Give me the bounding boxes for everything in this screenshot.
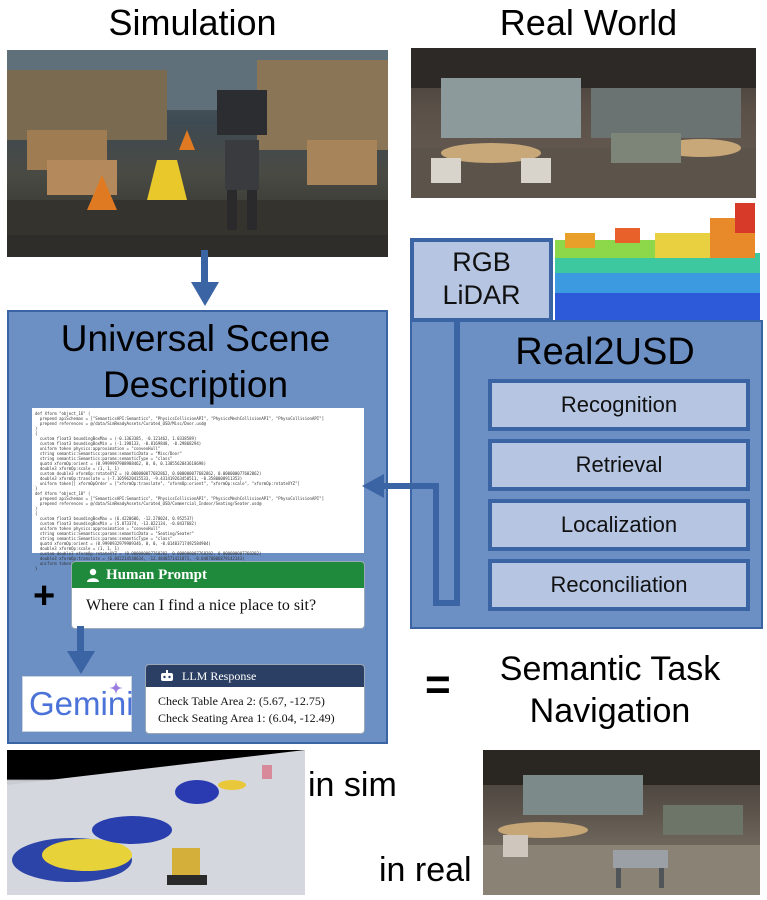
code-line: prepend references = @/data/SimReadyAsse…: [35, 501, 262, 506]
llm-response-header: LLM Response: [146, 665, 364, 687]
code-line: ): [35, 426, 38, 431]
lidar-label: LiDAR: [442, 280, 521, 310]
real2usd-title: Real2USD: [515, 331, 695, 373]
real-world-image: [411, 48, 756, 198]
code-line: custom double3 xformOp:rotateXYZ = (0.00…: [35, 551, 262, 556]
usd-code-text: def Xform "object_16" ( prepend apiSchem…: [35, 411, 361, 571]
usd-title-line1: Universal Scene: [60, 318, 331, 359]
code-line: def Xform "object_16" (: [35, 411, 91, 416]
usd-code-snippet: def Xform "object_16" ( prepend apiSchem…: [32, 408, 364, 571]
llm-response-line1: Check Table Area 2: (5.67, -12.75): [158, 694, 325, 708]
sparkle-icon: [109, 681, 123, 695]
in-real-label: in real: [379, 851, 472, 889]
in-sim-image: [7, 750, 305, 895]
human-prompt-header: Human Prompt: [72, 562, 364, 588]
code-line: {: [35, 431, 38, 436]
code-line: custom double3 xformOp:rotateXYZ = (0.00…: [35, 471, 262, 476]
code-line: def Xform "object_18" (: [35, 491, 91, 496]
real-world-title: Real World: [499, 2, 678, 43]
human-prompt-card: Human Prompt Where can I find a nice pla…: [71, 561, 365, 629]
in-sim-label: in sim: [308, 766, 397, 804]
simulation-title: Simulation: [108, 2, 277, 43]
usd-title-line2: Description: [102, 364, 289, 405]
down-arrow-sim-to-usd: [191, 250, 219, 306]
code-line: string semantic:Semantics:params:semanti…: [35, 451, 182, 456]
code-line: custom float3 boundingBoxMin = (5.873374…: [35, 521, 197, 526]
code-line: double3 xformOp:translate = (6.042214548…: [35, 556, 245, 561]
code-line: double3 xformOp:translate = (-7.10596204…: [35, 476, 243, 481]
rgb-label: RGB: [452, 247, 511, 277]
plus-sign: +: [33, 575, 56, 617]
semantic-task-line2: Navigation: [529, 692, 691, 730]
code-line: prepend apiSchemas = ["SemanticsAPI:Sema…: [35, 416, 324, 421]
code-line: quatd xformOp:orient = (0.99999979889884…: [35, 461, 206, 466]
code-line: }: [35, 486, 38, 491]
lidar-pointcloud-image: [555, 198, 760, 320]
code-line: uniform token physics:approximation = "c…: [35, 526, 161, 531]
equals-sign: =: [425, 660, 451, 709]
pipeline-connector: [362, 318, 460, 606]
code-line: double3 xformOp:scale = (1, 1, 1): [35, 546, 120, 551]
llm-response-label: LLM Response: [182, 668, 257, 683]
llm-response-card: LLM Response Check Table Area 2: (5.67, …: [145, 664, 365, 734]
pipeline-step-retrieval: Retrieval: [488, 439, 750, 491]
in-real-image: [483, 750, 760, 895]
code-line: uniform token physics:approximation = "c…: [35, 446, 161, 451]
down-arrow-prompt-to-gemini: [67, 626, 95, 674]
code-line: double3 xformOp:scale = (1, 1, 1): [35, 466, 120, 471]
code-line: ): [35, 506, 38, 511]
code-line: string semantic:Semantics:params:semanti…: [35, 536, 173, 541]
code-line: quatd xformOp:orient = (0.99989329799093…: [35, 541, 211, 546]
code-line: string semantic:Semantics:params:semanti…: [35, 531, 194, 536]
code-line: uniform token[] xformOpOrder = ["xformOp…: [35, 481, 300, 486]
pipeline-step-reconciliation: Reconciliation: [488, 559, 750, 611]
user-icon: [87, 568, 99, 582]
code-line: custom float3 boundingBoxMin = (-1.19813…: [35, 441, 202, 446]
code-line: custom float3 boundingBoxMax = (6.422060…: [35, 516, 194, 521]
robot-icon: [161, 670, 173, 681]
code-line: prepend apiSchemas = ["SemanticsAPI:Sema…: [35, 496, 324, 501]
code-line: string semantic:Semantics:params:semanti…: [35, 456, 173, 461]
human-prompt-text: Where can I find a nice place to sit?: [86, 597, 317, 614]
rgb-lidar-box: RGB LiDAR: [410, 238, 553, 322]
human-prompt-label: Human Prompt: [106, 566, 207, 583]
code-line: custom float3 boundingBoxMax = (-0.13633…: [35, 436, 197, 441]
pipeline-step-localization: Localization: [488, 499, 750, 551]
gemini-logo: Gemini: [22, 676, 134, 732]
llm-response-line2: Check Seating Area 1: (6.04, -12.49): [158, 711, 335, 725]
simulation-image: [7, 50, 388, 257]
pipeline-step-recognition: Recognition: [488, 379, 750, 431]
code-line: {: [35, 511, 38, 516]
semantic-task-line1: Semantic Task: [499, 650, 721, 688]
code-line: }: [35, 566, 38, 571]
code-line: prepend references = @/data/SimReadyAsse…: [35, 421, 206, 426]
